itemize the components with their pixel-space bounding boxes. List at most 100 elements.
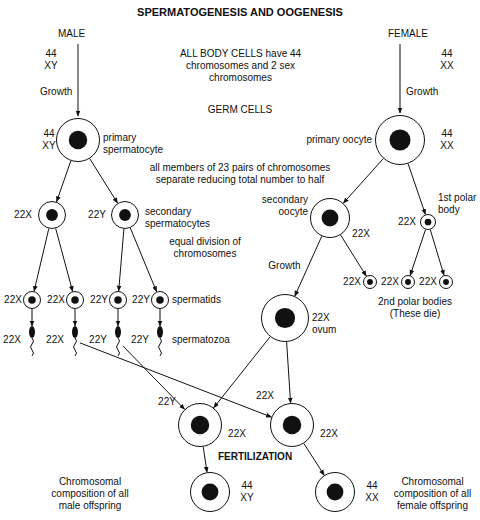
chromosome-label: 22Y xyxy=(86,209,108,221)
connector-arrow xyxy=(56,229,73,292)
note-text: FEMALE xyxy=(388,28,438,40)
connector-arrow xyxy=(410,230,425,276)
cell-circle: 22X22X xyxy=(270,403,314,447)
cell-membrane xyxy=(191,473,230,512)
cell-outline xyxy=(190,472,230,512)
cell-outline xyxy=(439,275,453,289)
cell-circle: 44 XYChromosomal composition of all male… xyxy=(190,472,230,512)
cell-circle: 44 XXChromosomal composition of all fema… xyxy=(315,472,355,512)
sperm-tail xyxy=(159,338,162,356)
chromosome-label: 22Y xyxy=(156,396,178,408)
stage-label: Chromosomal composition of all male offs… xyxy=(40,476,140,512)
connector-arrow xyxy=(343,159,383,204)
cell-circle: 44 XXprimary oocyte xyxy=(375,115,425,165)
cell-outline xyxy=(151,291,169,309)
note-text: 44 XX xyxy=(436,48,458,72)
chromosome-label: 22X xyxy=(318,428,340,440)
cell-nucleus xyxy=(390,130,411,151)
connector-arrow xyxy=(430,230,444,276)
note-text: Growth xyxy=(40,86,76,98)
cell-circle: 22X1st polar body xyxy=(420,214,436,230)
cell-outline xyxy=(261,294,309,342)
connector-arrow xyxy=(80,343,272,417)
note-text: 44 XY xyxy=(40,48,62,72)
chromosome-label: 44 XX xyxy=(361,480,383,504)
cell-membrane xyxy=(57,119,100,162)
spermatozoon: 22X xyxy=(70,326,80,356)
connector-arrow xyxy=(57,161,71,202)
stage-label: 1st polar body xyxy=(438,192,480,216)
sperm-shape xyxy=(113,326,123,356)
cell-circle: 22Y xyxy=(109,291,127,309)
cell-nucleus xyxy=(119,209,131,221)
connector-arrow xyxy=(304,444,324,476)
cell-membrane xyxy=(179,404,222,447)
cell-outline xyxy=(38,201,66,229)
cell-nucleus xyxy=(405,279,411,285)
sperm-tail xyxy=(117,338,120,356)
cell-outline xyxy=(56,118,100,162)
connector-arrow xyxy=(75,309,76,326)
cell-nucleus xyxy=(367,279,373,285)
note-text: GERM CELLS xyxy=(190,104,290,116)
cell-outline xyxy=(178,403,222,447)
cell-outline xyxy=(310,198,350,238)
cell-nucleus xyxy=(202,484,219,501)
cell-circle: 22X xyxy=(363,275,377,289)
chromosome-label: 22X xyxy=(417,276,439,288)
growth-arrow xyxy=(78,44,79,116)
cell-membrane xyxy=(376,116,425,165)
cell-membrane xyxy=(402,276,415,289)
cell-membrane xyxy=(364,276,377,289)
chromosome-label: 22X xyxy=(254,390,276,402)
note-text: ALL BODY CELLS have 44 chromosomes and 2… xyxy=(178,48,303,84)
diagram-title: SPERMATOGENESIS AND OOGENESIS xyxy=(0,6,480,18)
cell-nucleus xyxy=(114,296,122,304)
cell-nucleus xyxy=(443,279,449,285)
stage-label: spermatozoa xyxy=(172,334,232,346)
connector-arrow xyxy=(90,159,118,204)
chromosome-label: 22Y xyxy=(130,294,152,306)
note-text: FERTILIZATION xyxy=(210,451,300,463)
note-text: equal division of chromosomes xyxy=(165,236,245,260)
cell-circle: 22X xyxy=(66,291,84,309)
chromosome-label: 22Y xyxy=(129,334,151,346)
cell-membrane xyxy=(440,276,453,289)
cell-membrane xyxy=(39,202,66,229)
sperm-tail xyxy=(74,338,77,356)
connector-arrow xyxy=(32,309,33,326)
connector-arrow xyxy=(341,235,367,276)
cell-outline xyxy=(375,115,425,165)
cell-outline xyxy=(66,291,84,309)
stage-label: primary spermatocyte xyxy=(103,132,169,156)
connector-arrow xyxy=(34,229,49,292)
note-text: Growth xyxy=(406,86,446,98)
cell-circle: 22Ysecondary spermatocytes xyxy=(111,201,139,229)
connector-arrow xyxy=(287,342,291,403)
spermatozoon: 22Yspermatozoa xyxy=(155,326,165,356)
cell-membrane xyxy=(152,292,169,309)
chromosome-label: 22X xyxy=(12,209,34,221)
cell-circle: 22X ovum xyxy=(261,294,309,342)
cell-circle: 22X xyxy=(23,291,41,309)
cell-nucleus xyxy=(283,416,301,434)
connector-arrow xyxy=(118,309,119,326)
stage-label: Chromosomal composition of all female of… xyxy=(385,476,480,512)
cell-outline xyxy=(270,403,314,447)
chromosome-label: 22Y xyxy=(88,294,110,306)
chromosome-label: 44 XX xyxy=(436,128,458,152)
stage-label: secondary spermatocytes xyxy=(145,206,215,230)
chromosome-label: 22X xyxy=(226,428,248,440)
cell-membrane xyxy=(311,199,350,238)
chromosome-label: 22X xyxy=(2,294,24,306)
chromosome-label: 22X xyxy=(350,228,372,240)
connector-arrow xyxy=(203,447,207,472)
cell-membrane xyxy=(262,295,309,342)
cell-circle: 22Yspermatids xyxy=(151,291,169,309)
cell-membrane xyxy=(67,292,84,309)
cell-nucleus xyxy=(275,308,295,328)
chromosome-label: 22X xyxy=(341,276,363,288)
stage-label: primary oocyte xyxy=(296,134,372,146)
cell-circle: 22X xyxy=(401,275,415,289)
